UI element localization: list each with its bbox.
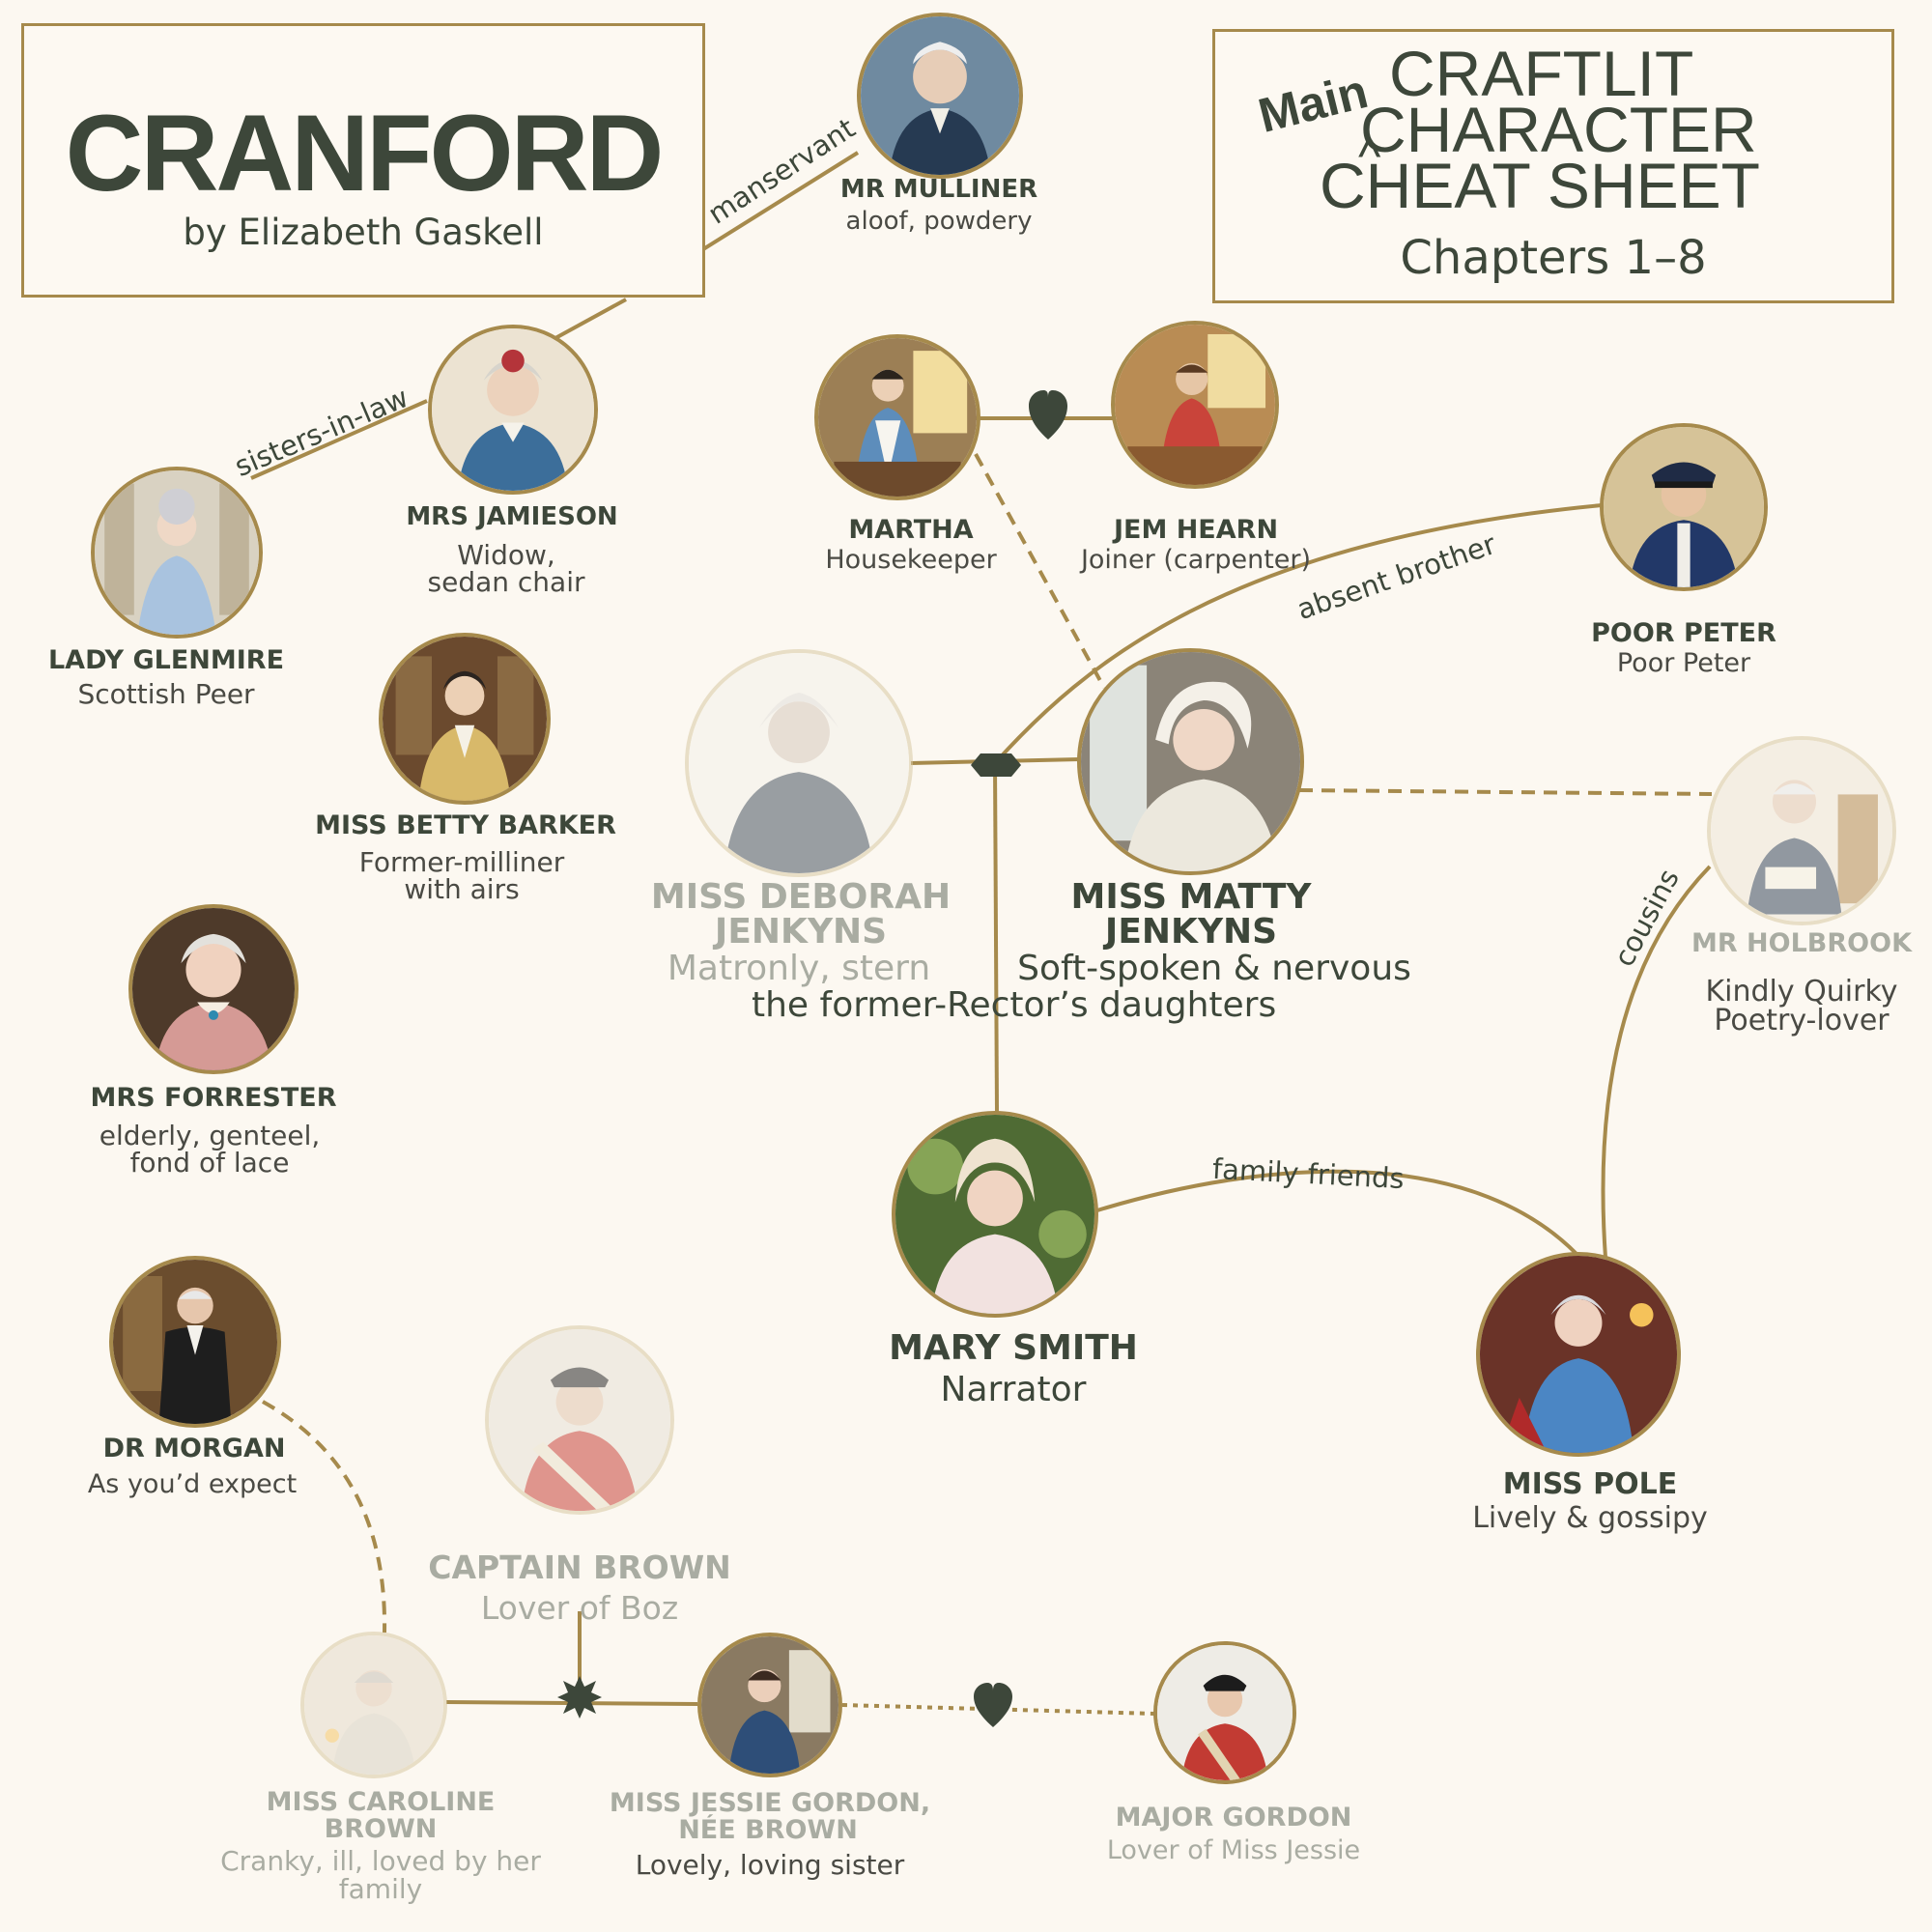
portrait-miss-jessie-gordon — [697, 1633, 842, 1777]
portrait-martha — [814, 334, 980, 500]
portrait-mrs-jamieson — [428, 325, 598, 495]
desc-miss-betty-barker-2: with airs — [404, 873, 520, 905]
line-sisters-peter — [993, 503, 1603, 765]
desc-miss-betty-barker-1: Former-milliner — [358, 846, 565, 878]
desc-miss-jessie: Lovely, loving sister — [635, 1849, 905, 1881]
name-mrs-forrester: MRS FORRESTER — [90, 1083, 337, 1113]
desc-major-gordon: Lover of Miss Jessie — [1106, 1835, 1361, 1865]
line-cranford-mulliner — [701, 151, 860, 251]
line-sisters-mary — [993, 762, 999, 1114]
line-morgan-caroline — [262, 1400, 387, 1634]
line-martha-matty — [974, 453, 1106, 689]
book-title: CRANFORD — [65, 93, 665, 213]
desc-mr-mulliner: aloof, powdery — [845, 207, 1033, 236]
title-box: CRANFORD by Elizabeth Gaskell — [21, 23, 705, 298]
name-miss-caroline-1: MISS CAROLINE — [266, 1787, 496, 1817]
line-holbrook-pole — [1601, 865, 1712, 1259]
portrait-mrs-forrester — [128, 904, 298, 1074]
desc-mrs-jamieson-1: Widow, — [457, 539, 555, 571]
name-mr-holbrook: MR HOLBROOK — [1690, 928, 1913, 958]
cheatsheet-chapters: Chapters 1–8 — [1400, 231, 1707, 285]
cheatsheet-box: Main ^ CRAFTLIT CHARACTER CHEAT SHEET Ch… — [1212, 29, 1894, 303]
desc-mrs-jamieson-2: sedan chair — [427, 566, 585, 598]
desc-lady-glenmire: Scottish Peer — [77, 678, 255, 710]
portrait-miss-pole — [1476, 1252, 1681, 1457]
portrait-captain-brown — [485, 1325, 674, 1515]
name-miss-jessie-2: NÉE BROWN — [678, 1815, 858, 1845]
portrait-miss-caroline-brown — [300, 1632, 447, 1778]
desc-dr-morgan: As you’d expect — [87, 1469, 298, 1499]
desc-jem-hearn: Joiner (carpenter) — [1080, 545, 1312, 575]
desc-martha: Housekeeper — [825, 545, 997, 575]
desc-mrs-forrester-2: fond of lace — [129, 1147, 290, 1179]
line-mary-pole — [1096, 1169, 1578, 1256]
desc-miss-pole: Lively & gossipy — [1472, 1501, 1708, 1535]
portrait-mary-smith — [892, 1111, 1098, 1318]
line-cranford-jamieson — [554, 298, 627, 340]
line-jamieson-glenmire — [250, 399, 428, 480]
desc-miss-matty: Soft-spoken & nervous — [1017, 949, 1411, 988]
cheatsheet-tag: Main — [1253, 64, 1374, 143]
cheatsheet-caret: ^ — [1358, 129, 1381, 184]
portrait-miss-betty-barker — [379, 633, 551, 805]
desc-captain-brown: Lover of Boz — [480, 1589, 679, 1627]
desc-miss-deborah: Matronly, stern — [667, 949, 931, 988]
portrait-mr-mulliner — [857, 13, 1023, 179]
name-major-gordon: MAJOR GORDON — [1115, 1803, 1352, 1833]
name-captain-brown: CAPTAIN BROWN — [428, 1548, 731, 1586]
name-poor-peter: POOR PETER — [1591, 618, 1776, 648]
name-lady-glenmire: LADY GLENMIRE — [47, 645, 285, 675]
junction-icon-sisters — [971, 753, 1021, 777]
name-martha: MARTHA — [848, 515, 974, 545]
desc-miss-caroline-2: family — [338, 1873, 423, 1905]
cheatsheet-line1: CRAFTLIT — [1389, 38, 1694, 109]
portrait-poor-peter — [1600, 423, 1768, 591]
name-miss-deborah-1: MISS DEBORAH — [650, 877, 952, 917]
portrait-lady-glenmire — [91, 467, 263, 639]
name-miss-caroline-2: BROWN — [324, 1814, 438, 1844]
portrait-mr-holbrook — [1707, 736, 1896, 925]
cheatsheet-line2: CHARACTER — [1360, 94, 1757, 165]
portrait-major-gordon — [1153, 1641, 1296, 1784]
name-jem-hearn: JEM HEARN — [1113, 515, 1279, 545]
label-rectors-daughters: the former-Rector’s daughters — [752, 985, 1277, 1025]
portrait-miss-matty-jenkyns — [1077, 648, 1304, 875]
heart-icon-martha-jem — [1029, 390, 1067, 440]
name-dr-morgan: DR MORGAN — [102, 1434, 286, 1463]
desc-mrs-forrester-1: elderly, genteel, — [99, 1120, 321, 1151]
desc-miss-caroline-1: Cranky, ill, loved by her — [220, 1845, 541, 1877]
name-miss-deborah-2: JENKYNS — [714, 912, 888, 952]
name-mary-smith: MARY SMITH — [889, 1328, 1138, 1368]
line-matty-holbrook — [1298, 788, 1713, 796]
junction-icon-brown — [557, 1676, 602, 1719]
name-miss-betty-barker: MISS BETTY BARKER — [315, 810, 616, 840]
desc-mr-holbrook-2: Poetry-lover — [1714, 1004, 1889, 1037]
portrait-dr-morgan — [109, 1256, 281, 1428]
name-miss-matty-1: MISS MATTY — [1070, 877, 1312, 917]
desc-mary-smith: Narrator — [940, 1370, 1087, 1409]
name-miss-jessie-1: MISS JESSIE GORDON, — [609, 1788, 931, 1818]
heart-icon-jessie-major — [974, 1683, 1012, 1727]
desc-poor-peter: Poor Peter — [1616, 648, 1751, 678]
name-miss-matty-2: JENKYNS — [1104, 912, 1278, 952]
portrait-jem-hearn — [1111, 321, 1279, 489]
desc-mr-holbrook-1: Kindly Quirky — [1705, 975, 1898, 1009]
name-miss-pole: MISS POLE — [1502, 1467, 1678, 1501]
name-mr-mulliner: MR MULLINER — [839, 175, 1038, 204]
book-author: by Elizabeth Gaskell — [183, 212, 544, 253]
cheatsheet-line3: CHEAT SHEET — [1320, 150, 1760, 221]
portrait-miss-deborah-jenkyns — [685, 649, 913, 877]
name-mrs-jamieson: MRS JAMIESON — [406, 502, 618, 531]
